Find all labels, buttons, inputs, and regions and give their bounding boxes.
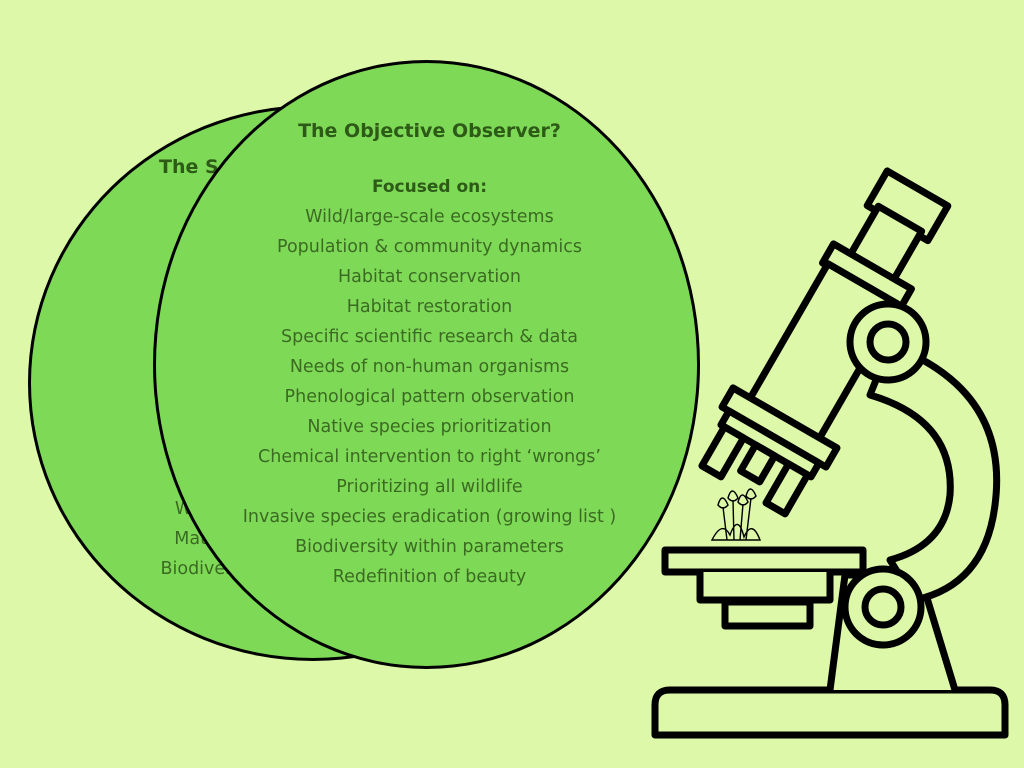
list-item: Needs of non-human organisms xyxy=(289,357,570,377)
objective-lens xyxy=(737,441,779,486)
microscope-stage xyxy=(661,546,867,576)
list-item: Chemical intervention to right ‘wrongs’ xyxy=(258,447,601,467)
list-item: Redefinition of beauty xyxy=(332,567,527,587)
microscope-icon xyxy=(651,167,1009,739)
list-item: Native species prioritization xyxy=(307,417,552,437)
subjective-title: The S xyxy=(159,156,219,178)
objective-observer-title: The Objective Observer? xyxy=(298,120,561,142)
list-item: Biodiversity within parameters xyxy=(295,537,564,557)
objective-lens xyxy=(698,423,747,481)
objective-lens xyxy=(762,460,812,518)
tulip-flowers-icon xyxy=(710,488,762,541)
stage-knob xyxy=(721,598,814,630)
list-item: Population & community dynamics xyxy=(277,237,582,257)
list-item: Prioritizing all wildlife xyxy=(336,477,523,497)
list-item: Invasive species eradication (growing li… xyxy=(242,507,617,527)
list-item: Wild/large-scale ecosystems xyxy=(305,207,554,227)
focused-on-label: Focused on: xyxy=(371,177,488,197)
objective-observer-ellipse: The Objective Observer? Focused on: Wild… xyxy=(153,60,700,669)
list-item: Specific scientific research & data xyxy=(281,327,578,347)
microscope-base xyxy=(651,686,1009,739)
list-item: Habitat restoration xyxy=(346,297,513,317)
list-item: Habitat conservation xyxy=(338,267,521,287)
list-item: Phenological pattern observation xyxy=(284,387,575,407)
objective-focus-list: Wild/large-scale ecosystems Population &… xyxy=(156,202,697,592)
